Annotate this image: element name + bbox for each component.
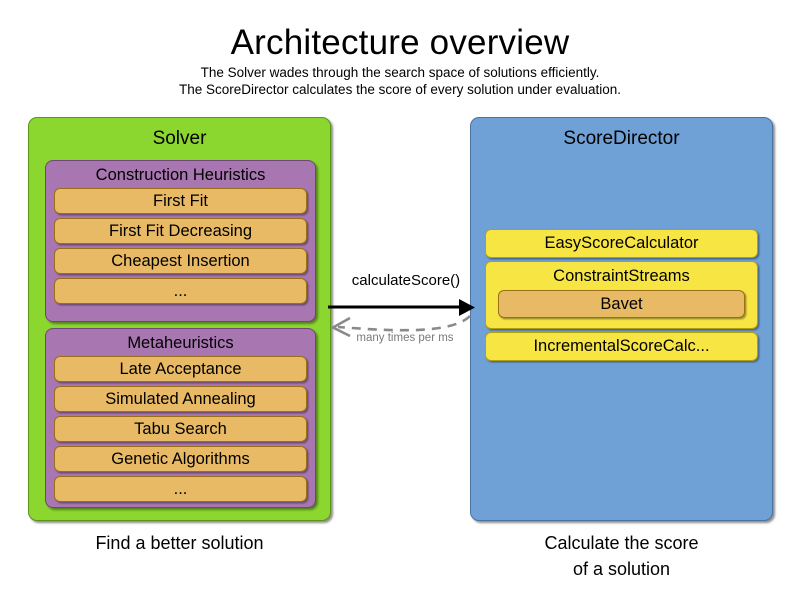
group-title: Construction Heuristics	[95, 166, 266, 184]
metaheuristics-list: Late Acceptance Simulated Annealing Tabu…	[46, 356, 315, 508]
box-bavet: Bavet	[498, 290, 745, 318]
group-construction-heuristics: Construction Heuristics First Fit First …	[45, 160, 316, 322]
page-title: Architecture overview	[230, 23, 570, 62]
list-item: Late Acceptance	[54, 356, 307, 382]
group-title: Metaheuristics	[127, 334, 234, 352]
list-item: First Fit	[54, 188, 307, 214]
list-item: ...	[54, 278, 307, 304]
box-easy-score-calculator: EasyScoreCalculator	[485, 229, 758, 258]
calculate-score-arrow	[328, 299, 475, 316]
solver-caption: Find a better solution	[95, 533, 264, 553]
list-item: First Fit Decreasing	[54, 218, 307, 244]
many-times-per-ms-arrow	[330, 315, 471, 338]
many-times-per-ms-label: many times per ms	[356, 332, 454, 344]
list-item: Cheapest Insertion	[54, 248, 307, 274]
subtitle-line-1: The Solver wades through the search spac…	[200, 65, 600, 80]
box-label: ConstraintStreams	[553, 267, 690, 285]
solver-panel-title: Solver	[152, 128, 207, 149]
scoredirector-panel: ScoreDirector EasyScoreCalculator Constr…	[470, 117, 773, 521]
subtitle-line-2: The ScoreDirector calculates the score o…	[179, 82, 621, 97]
scoredirector-caption-line-1: Calculate the score	[544, 533, 699, 553]
list-item: Tabu Search	[54, 416, 307, 442]
box-label: EasyScoreCalculator	[544, 234, 699, 252]
group-metaheuristics: Metaheuristics Late Acceptance Simulated…	[45, 328, 316, 508]
list-item: ...	[54, 476, 307, 502]
connector-arrows	[320, 258, 490, 358]
scoredirector-caption-line-2: of a solution	[572, 559, 671, 579]
construction-heuristics-list: First Fit First Fit Decreasing Cheapest …	[46, 188, 315, 310]
scoredirector-panel-title: ScoreDirector	[563, 128, 680, 149]
calculate-score-label: calculateScore()	[351, 272, 461, 289]
box-label: IncrementalScoreCalc...	[533, 337, 710, 355]
diagram-header: Architecture overview The Solver wades t…	[0, 22, 800, 98]
box-incremental-score-calculator: IncrementalScoreCalc...	[485, 332, 758, 361]
scoredirector-caption: Calculate the score of a solution	[470, 530, 773, 582]
list-item: Genetic Algorithms	[54, 446, 307, 472]
solver-panel: Solver Construction Heuristics First Fit…	[28, 117, 331, 521]
box-constraint-streams: ConstraintStreams Bavet	[485, 261, 758, 329]
list-item: Simulated Annealing	[54, 386, 307, 412]
